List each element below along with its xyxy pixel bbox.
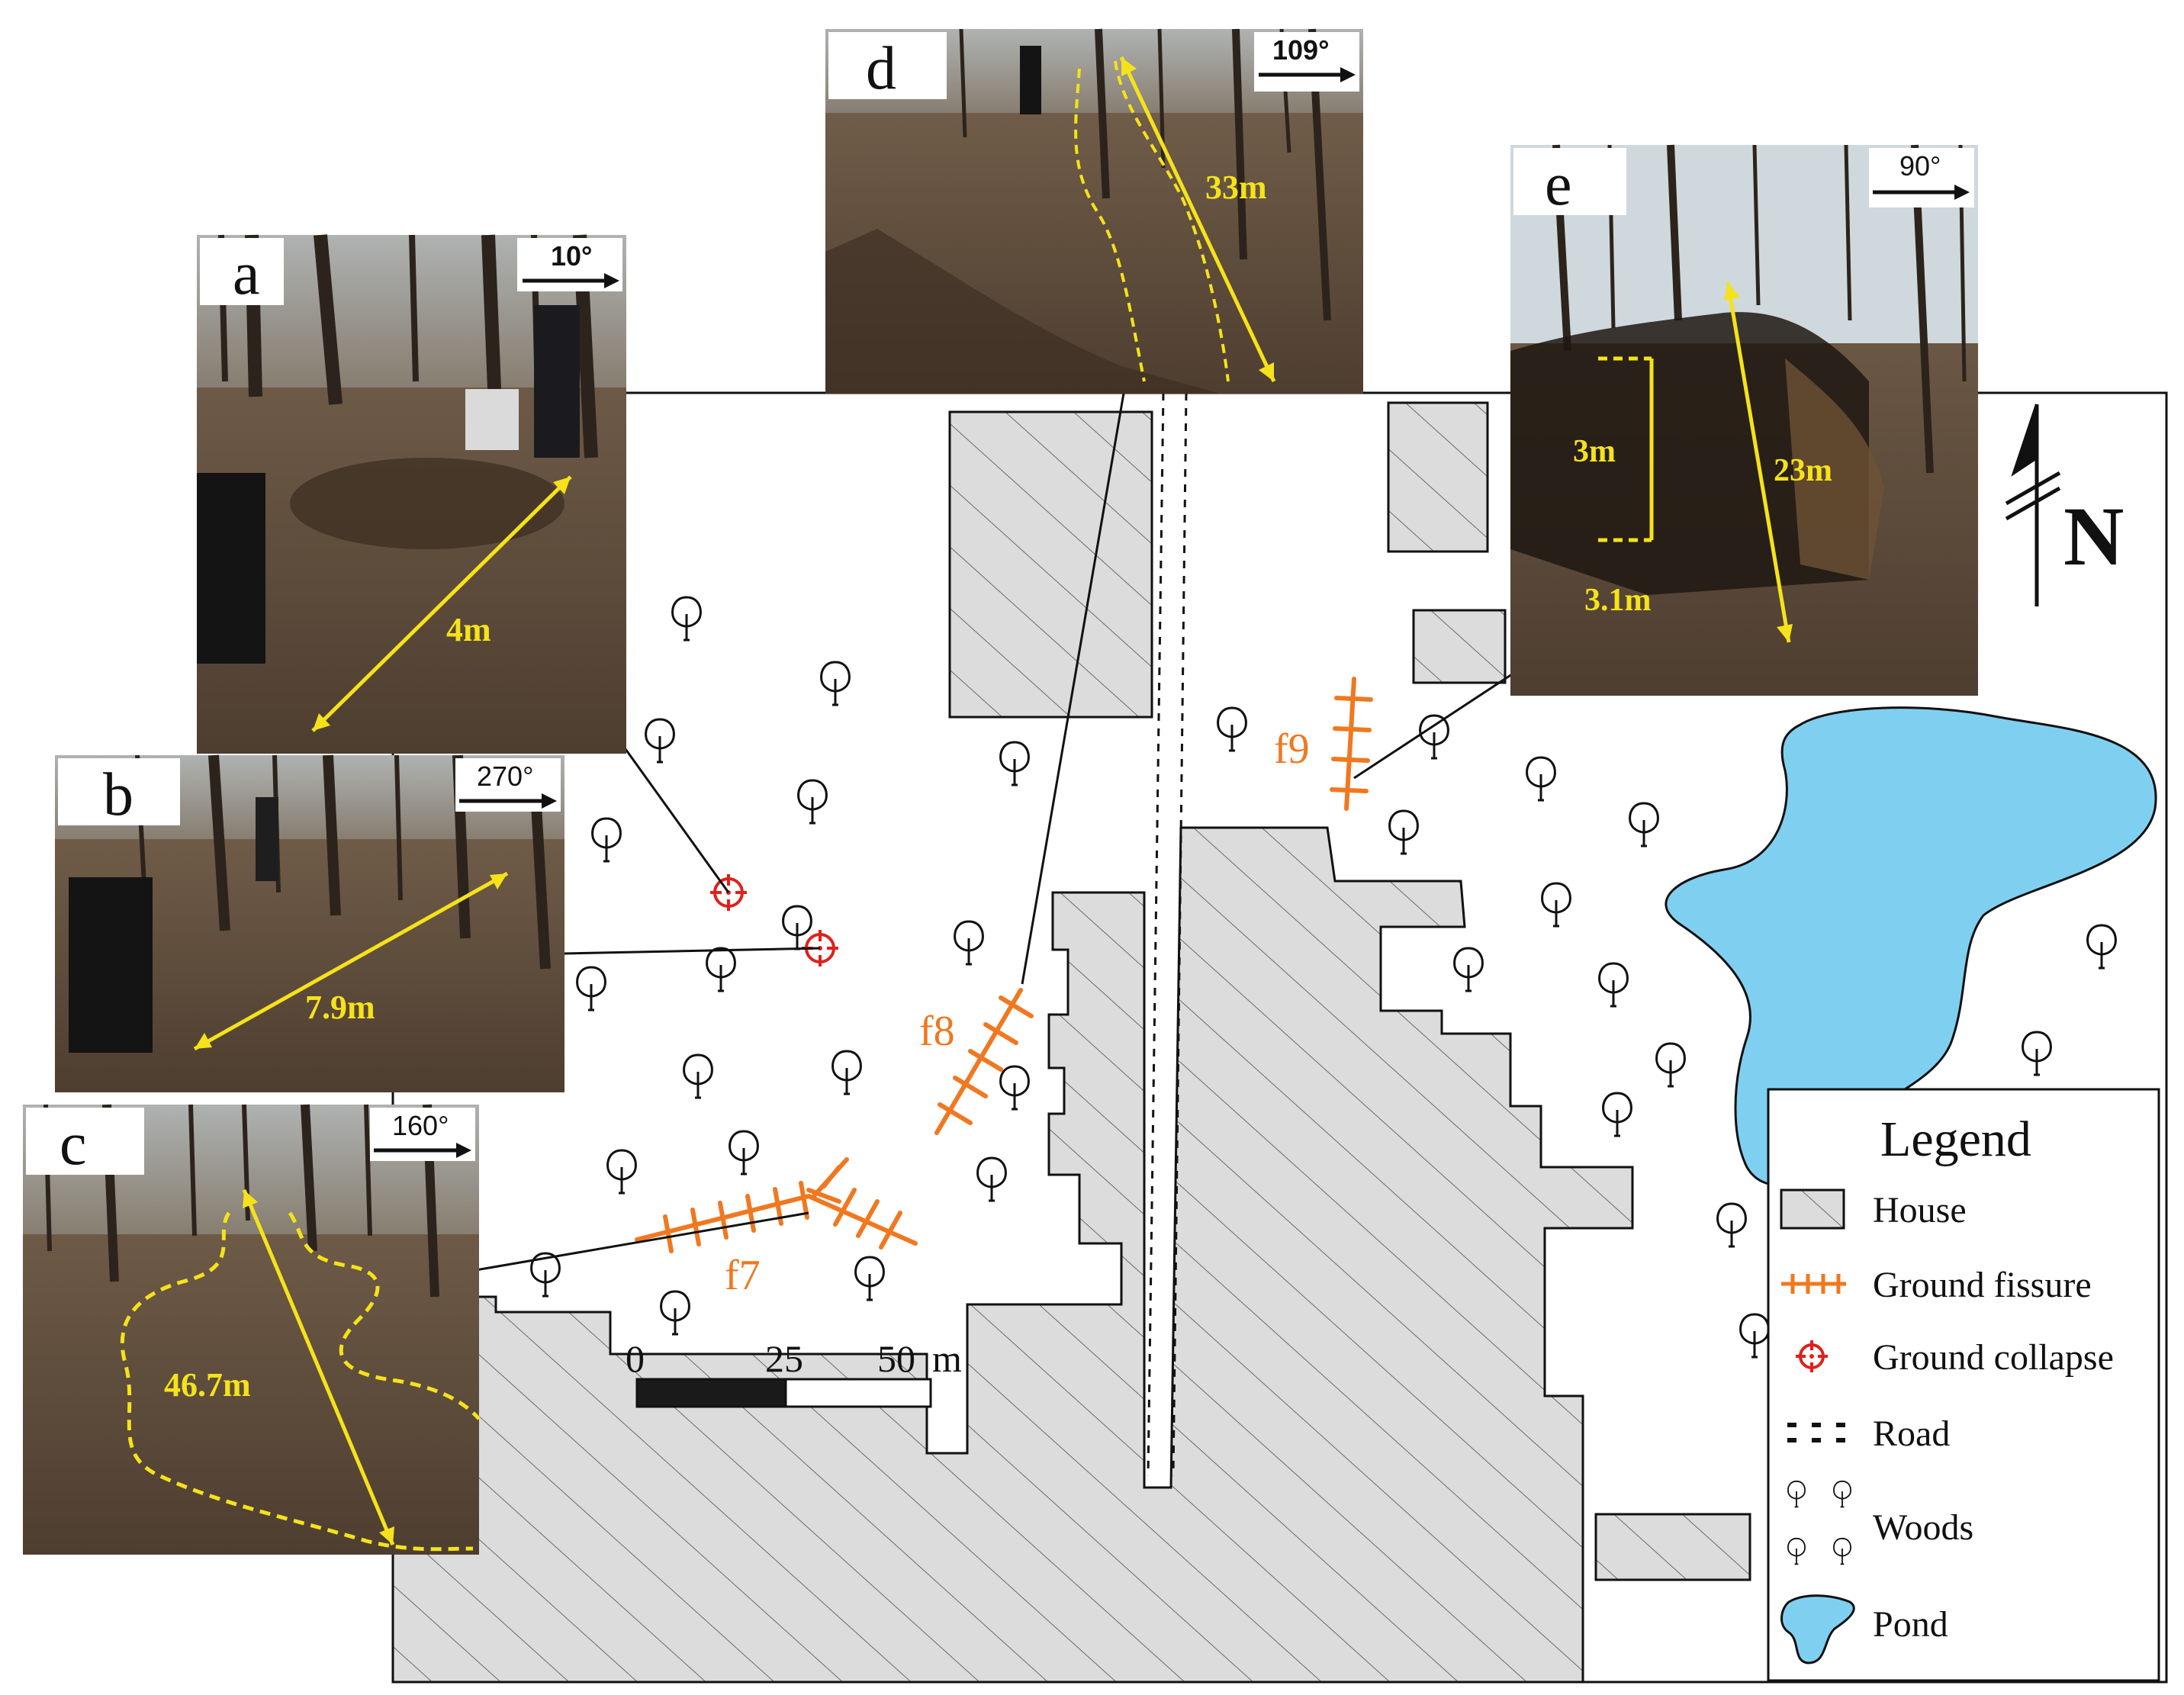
legend-house-swatch <box>1780 1188 1845 1230</box>
photo-e-letter: e <box>1545 151 1572 218</box>
photo-c-measure: 46.7m <box>164 1366 251 1404</box>
photo-b-bearing: 270° <box>477 761 533 792</box>
photo-a: 4m a 10° <box>197 234 626 754</box>
photo-c-bearing: 160° <box>392 1110 449 1141</box>
photo-d-letter: d <box>866 35 896 102</box>
label-f7: f7 <box>725 1252 761 1299</box>
legend-pond-swatch <box>1780 1594 1855 1664</box>
photo-e-bearing: 90° <box>1899 150 1941 182</box>
house-ne-2 <box>1412 609 1507 684</box>
legend-woods-label: Woods <box>1873 1507 1973 1548</box>
legend-fissure-label: Ground fissure <box>1873 1265 2092 1305</box>
photo-c-letter: c <box>60 1111 87 1178</box>
scale-tick-25: 25 <box>765 1337 803 1380</box>
photo-a-measure: 4m <box>446 611 491 648</box>
legend-road-swatch <box>1787 1423 1846 1443</box>
label-f8: f8 <box>919 1008 955 1055</box>
scale-tick-50: 50 <box>877 1337 915 1380</box>
legend-house-label: House <box>1873 1190 1967 1230</box>
legend: Legend House Ground fissure Ground colla… <box>1767 1088 2160 1682</box>
legend-road-label: Road <box>1873 1414 1950 1454</box>
photo-d-measure: 33m <box>1205 169 1267 206</box>
photo-a-bearing: 10° <box>551 240 592 272</box>
photo-e-measure-depth: 3m <box>1573 434 1616 469</box>
photo-e: 3m 23m 3.1m e 90° <box>1510 144 1978 696</box>
legend-collapse-label: Ground collapse <box>1873 1337 2114 1378</box>
legend-title: Legend <box>1880 1111 2031 1167</box>
scale-bar: 0 25 50 m <box>626 1337 962 1408</box>
legend-collapse-swatch <box>1796 1340 1828 1372</box>
fissure-f9 <box>1330 677 1373 811</box>
legend-pond-label: Pond <box>1873 1604 1948 1645</box>
road <box>1147 392 1188 1477</box>
fissure-f8 <box>934 988 1034 1135</box>
photo-b: 7.9m b 270° <box>55 754 564 1092</box>
house-main <box>391 826 1634 1684</box>
photo-b-letter: b <box>103 761 133 828</box>
label-f9: f9 <box>1274 725 1310 773</box>
photo-a-letter: a <box>233 240 260 307</box>
photo-d-bearing: 109° <box>1272 34 1329 66</box>
house-ne-1 <box>1387 401 1489 553</box>
photo-b-measure: 7.9m <box>305 989 375 1026</box>
north-label: N <box>2063 490 2124 583</box>
photo-e-measure-width: 3.1m <box>1584 583 1652 618</box>
scale-tick-0: 0 <box>626 1337 645 1380</box>
photo-d: 33m d 109° <box>825 28 1363 394</box>
scale-unit: m <box>932 1337 962 1380</box>
legend-fissure-swatch <box>1781 1274 1846 1294</box>
photo-e-measure-length: 23m <box>1774 453 1832 488</box>
house-se <box>1594 1513 1751 1581</box>
house-north <box>948 410 1153 719</box>
north-arrow: N <box>2005 404 2124 606</box>
photo-c: 46.7m c 160° <box>23 1104 481 1555</box>
